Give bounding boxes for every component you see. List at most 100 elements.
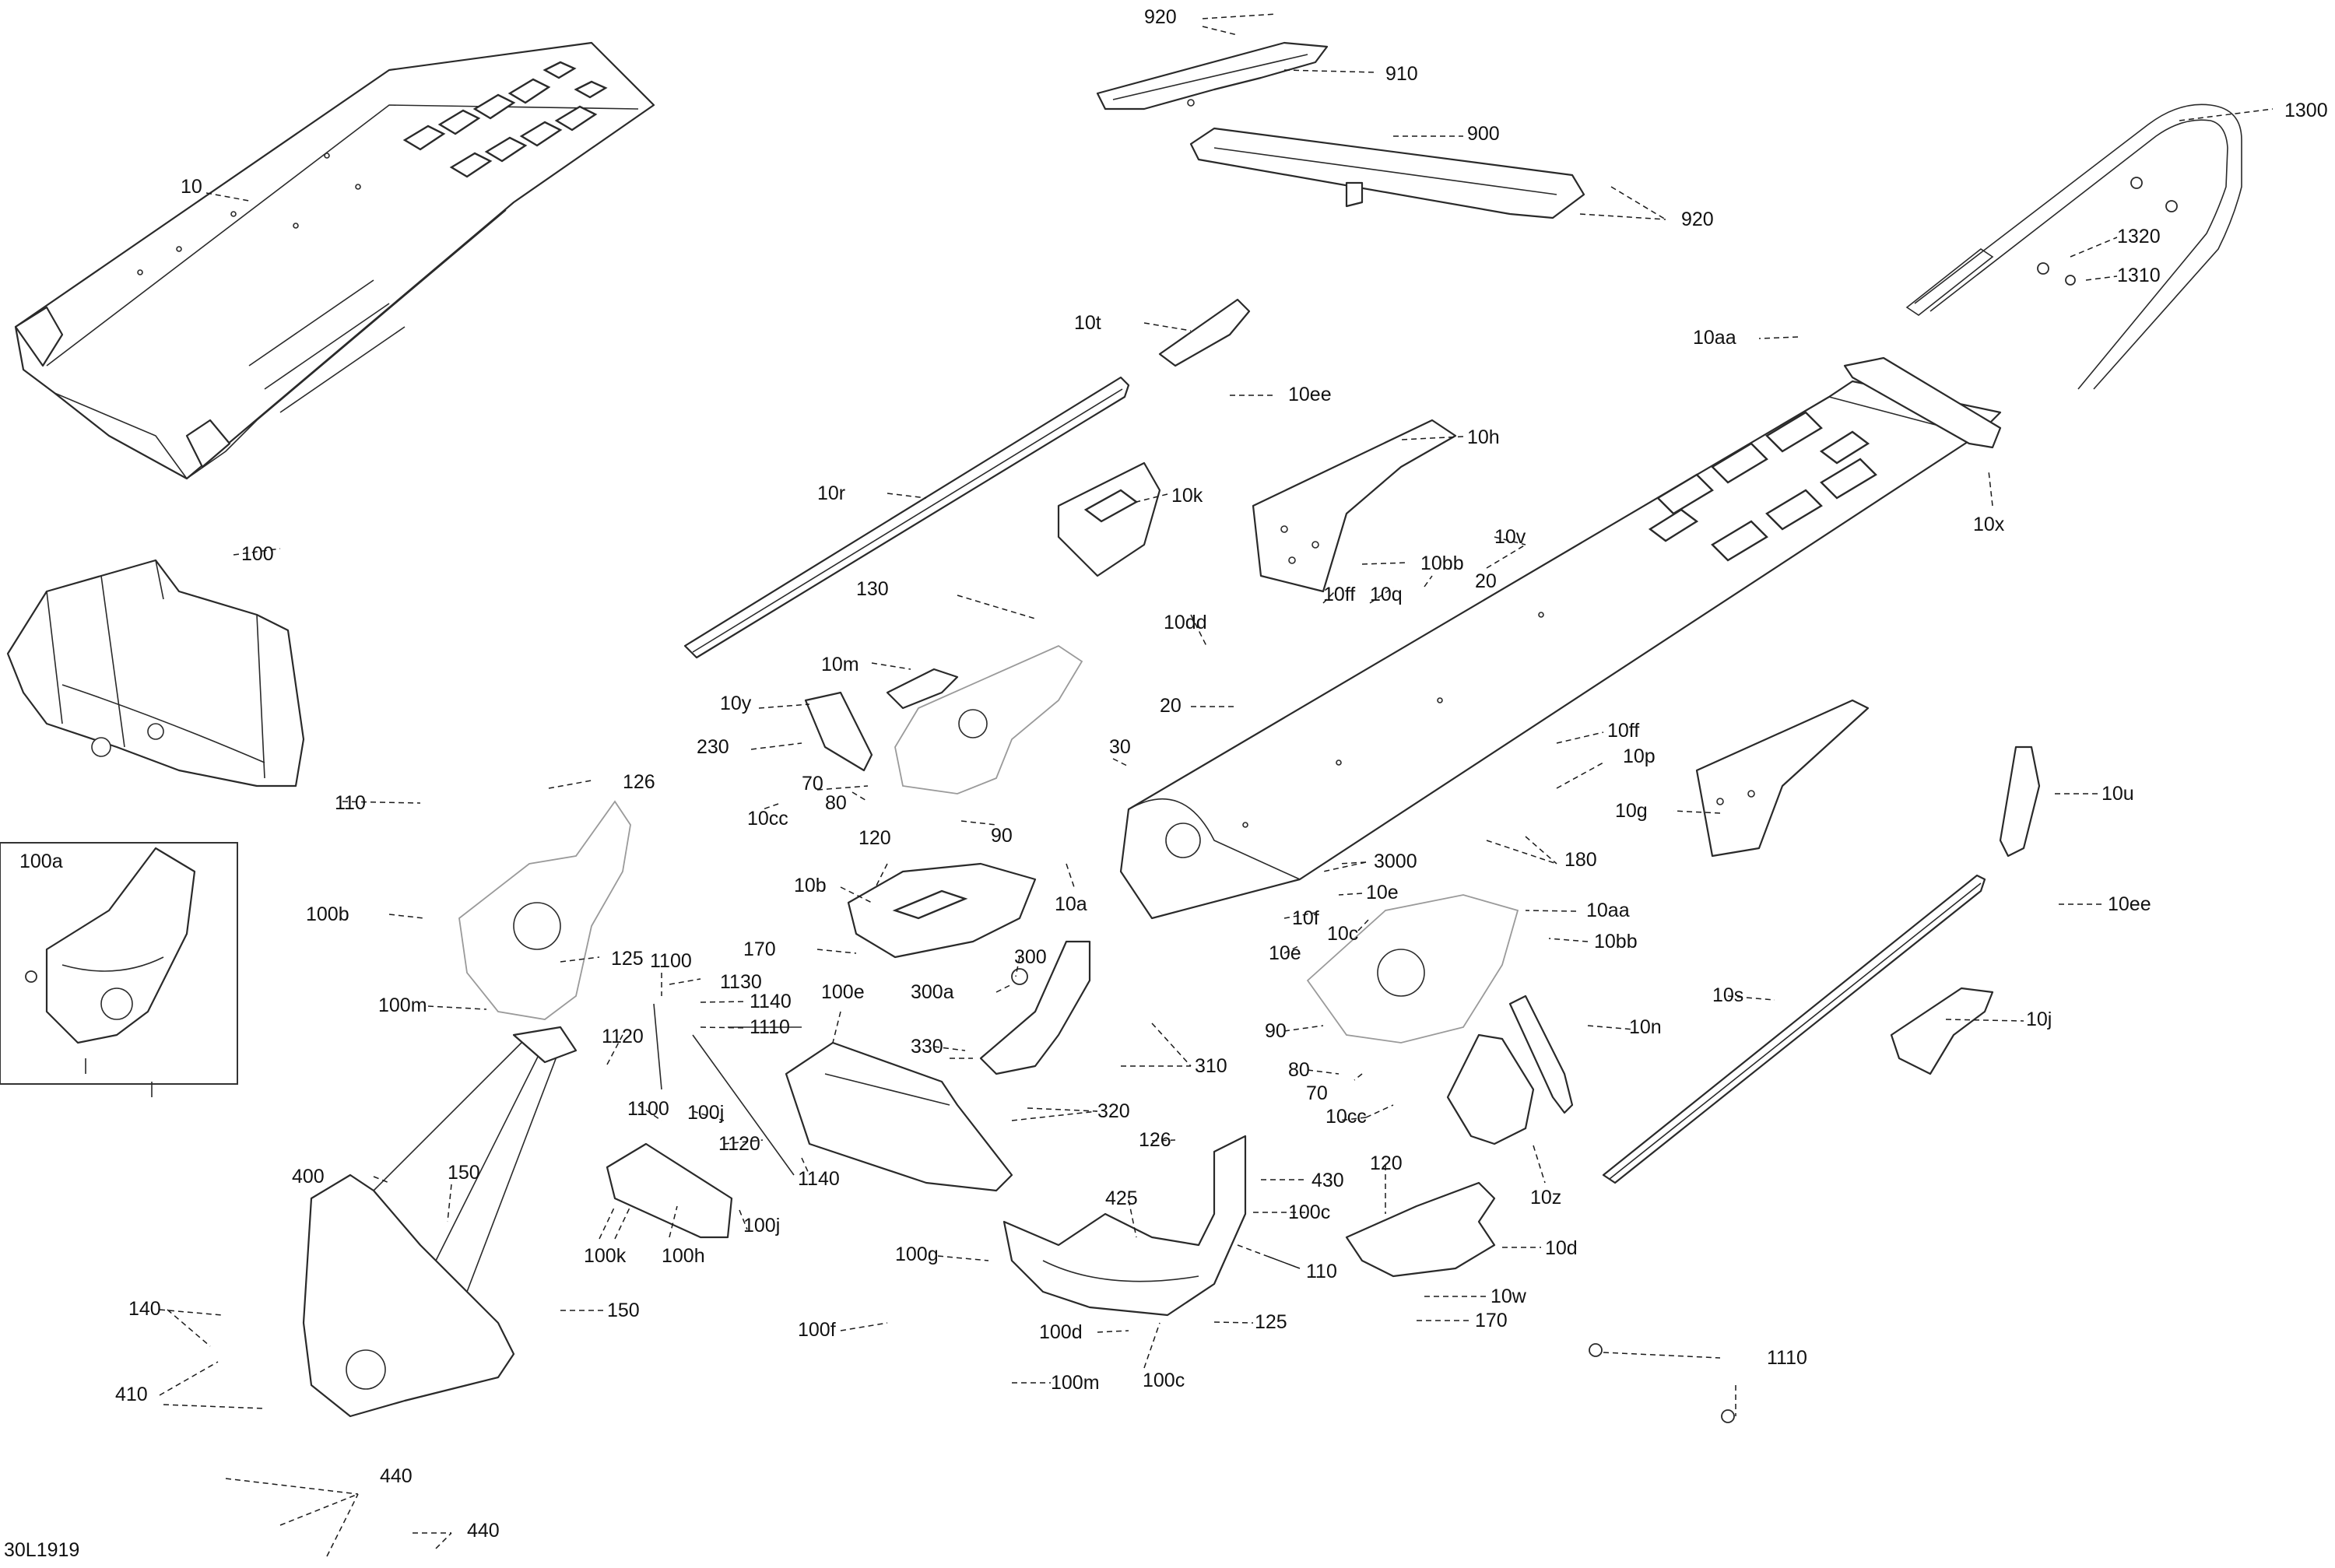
part-100a bbox=[25, 847, 196, 1097]
callout-10ff-top: 10ff bbox=[1323, 584, 1355, 605]
callout-120-top: 120 bbox=[859, 827, 891, 849]
leader-lines bbox=[159, 13, 2274, 1557]
callout-1120-mid: 1120 bbox=[718, 1133, 760, 1155]
callout-10c: 10c bbox=[1327, 923, 1358, 945]
callout-1110-right: 1110 bbox=[1767, 1347, 1807, 1369]
callout-10r: 10r bbox=[817, 482, 845, 504]
callout-150-lower: 150 bbox=[607, 1300, 640, 1321]
callout-20-right: 20 bbox=[1475, 570, 1497, 592]
callout-10: 10 bbox=[181, 176, 202, 198]
part-400 bbox=[302, 1026, 578, 1418]
part-frame-lower bbox=[1002, 1135, 1247, 1317]
callout-1300: 1300 bbox=[2284, 100, 2328, 121]
callout-90-mid: 90 bbox=[1265, 1020, 1287, 1042]
part-300 bbox=[979, 940, 1091, 1075]
callout-10x: 10x bbox=[1973, 514, 2005, 535]
callout-440-a: 440 bbox=[380, 1465, 413, 1487]
callout-310: 310 bbox=[1195, 1055, 1227, 1077]
callout-10ee-right: 10ee bbox=[2108, 893, 2151, 915]
callout-100k: 100k bbox=[584, 1245, 627, 1267]
part-10k bbox=[1057, 461, 1161, 577]
callout-320: 320 bbox=[1097, 1100, 1130, 1122]
part-rods bbox=[653, 1003, 802, 1176]
part-10x bbox=[1843, 356, 2002, 449]
part-10n bbox=[1508, 994, 1574, 1114]
part-10j bbox=[1890, 987, 1994, 1075]
callout-3000: 3000 bbox=[1374, 851, 1417, 872]
callout-10d: 10d bbox=[1545, 1237, 1578, 1259]
callout-300: 300 bbox=[1014, 946, 1047, 968]
callout-100: 100 bbox=[241, 543, 274, 565]
callout-1140-top: 1140 bbox=[750, 991, 792, 1012]
part-10g bbox=[1695, 699, 1870, 858]
callout-10b: 10b bbox=[794, 875, 827, 896]
callout-10aa-mid: 10aa bbox=[1586, 900, 1630, 921]
callout-100d: 100d bbox=[1039, 1321, 1083, 1343]
parts-layer bbox=[0, 41, 2242, 1423]
part-10h bbox=[1252, 419, 1457, 593]
callout-10e-mid: 10e bbox=[1269, 942, 1301, 964]
callout-100j-mid: 100j bbox=[687, 1102, 724, 1124]
callout-100m-lower: 100m bbox=[1051, 1372, 1100, 1394]
callout-10ff-mid: 10ff bbox=[1607, 720, 1639, 742]
callout-100c-lower: 100c bbox=[1143, 1370, 1185, 1391]
callout-10e-top: 10e bbox=[1366, 882, 1399, 903]
part-bumper-1300 bbox=[1905, 103, 2242, 390]
part-100e bbox=[785, 1041, 1013, 1192]
callout-100g: 100g bbox=[895, 1244, 939, 1265]
callout-130: 130 bbox=[856, 578, 889, 600]
part-frame-100 bbox=[6, 559, 305, 788]
part-10b bbox=[847, 862, 1037, 959]
part-910 bbox=[1096, 41, 1329, 110]
callout-10j: 10j bbox=[2026, 1009, 2052, 1030]
callout-230: 230 bbox=[697, 736, 729, 758]
inset-frame-100a bbox=[0, 842, 238, 1085]
callout-100c-mid: 100c bbox=[1288, 1201, 1330, 1223]
callout-1310: 1310 bbox=[2117, 265, 2161, 286]
part-10z bbox=[1446, 1033, 1535, 1145]
callout-80-mid: 80 bbox=[1288, 1059, 1310, 1081]
callout-10s: 10s bbox=[1712, 984, 1743, 1006]
callout-70-mid: 70 bbox=[1306, 1082, 1328, 1104]
callout-10h: 10h bbox=[1467, 426, 1500, 448]
callout-125-lower: 125 bbox=[1255, 1311, 1287, 1333]
callout-1100-top: 1100 bbox=[650, 950, 692, 972]
callout-100b: 100b bbox=[306, 903, 349, 925]
part-side-plate-ghost bbox=[894, 644, 1083, 795]
callout-10dd: 10dd bbox=[1164, 612, 1207, 633]
callout-90-top: 90 bbox=[991, 825, 1013, 847]
callout-425: 425 bbox=[1105, 1187, 1138, 1209]
callout-170-lower: 170 bbox=[1475, 1310, 1508, 1331]
callout-10z: 10z bbox=[1530, 1187, 1561, 1208]
part-10s bbox=[1602, 874, 1986, 1184]
callout-10n: 10n bbox=[1629, 1016, 1662, 1038]
callout-10cc-mid: 10cc bbox=[1326, 1106, 1367, 1128]
callout-110-mid: 110 bbox=[1306, 1261, 1337, 1282]
fastener-1110a bbox=[1589, 1343, 1603, 1357]
part-10d bbox=[1345, 1181, 1496, 1278]
callout-910: 910 bbox=[1385, 63, 1418, 85]
callout-1120-left: 1120 bbox=[602, 1026, 644, 1047]
callout-400: 400 bbox=[292, 1166, 325, 1187]
drawing-code: 30L1919 bbox=[4, 1539, 79, 1561]
callout-10y: 10y bbox=[720, 693, 752, 714]
callout-170-left: 170 bbox=[743, 938, 776, 960]
fastener-1110b bbox=[1721, 1409, 1735, 1423]
part-10u bbox=[1999, 745, 2041, 858]
callout-1320: 1320 bbox=[2117, 226, 2161, 247]
part-10r bbox=[683, 376, 1130, 659]
callout-126-top: 126 bbox=[623, 771, 655, 793]
callout-100h: 100h bbox=[662, 1245, 705, 1267]
callout-10u: 10u bbox=[2102, 783, 2134, 805]
part-10m bbox=[886, 668, 959, 710]
callout-10ee-top: 10ee bbox=[1288, 384, 1332, 405]
callout-900: 900 bbox=[1467, 123, 1500, 145]
callout-10q: 10q bbox=[1370, 584, 1403, 605]
callout-10cc-left: 10cc bbox=[747, 808, 788, 830]
callout-100m-left: 100m bbox=[378, 994, 427, 1016]
callout-140: 140 bbox=[128, 1298, 161, 1320]
part-frame-ghost bbox=[458, 800, 631, 1020]
callout-10f: 10f bbox=[1292, 907, 1319, 929]
part-100h bbox=[606, 1142, 733, 1239]
